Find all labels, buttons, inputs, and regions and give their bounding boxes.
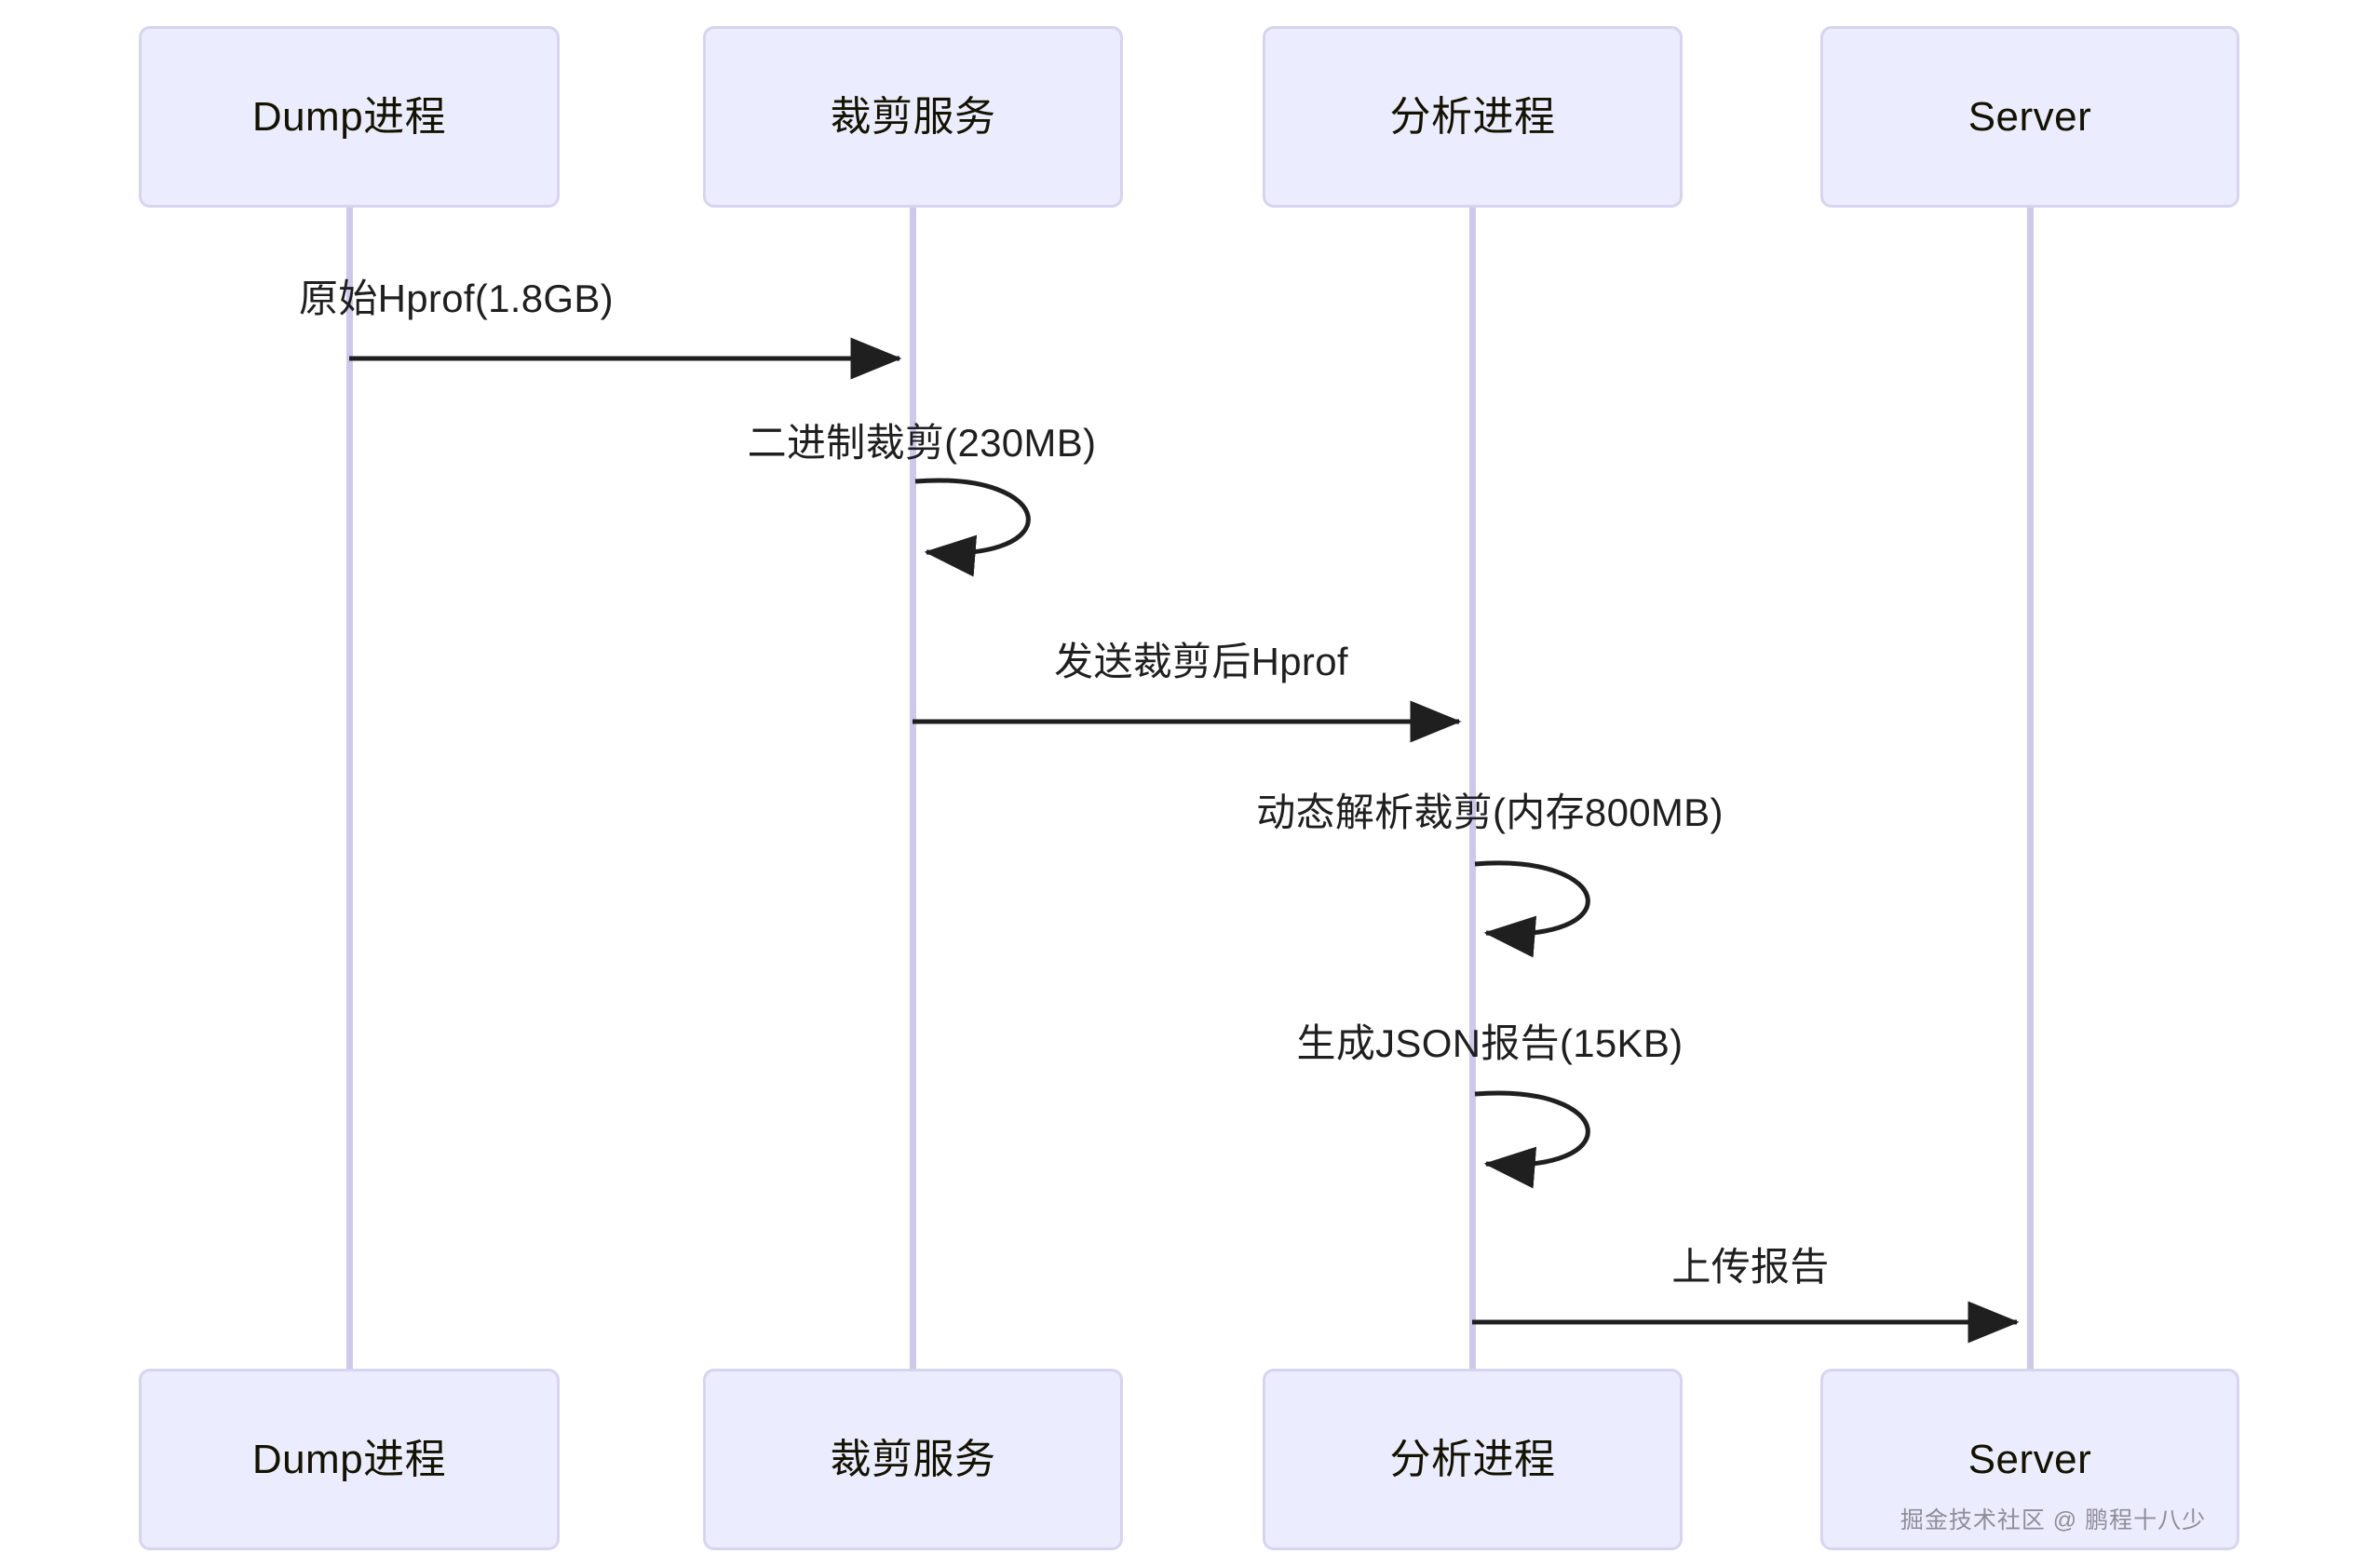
- participant-label-analyze-bottom: 分析进程: [1389, 1436, 1556, 1482]
- message-label-5: 生成JSON报告(15KB): [1296, 1021, 1684, 1065]
- participant-box-trim-bottom[interactable]: 裁剪服务: [703, 1369, 1123, 1550]
- participant-label-analyze-top: 分析进程: [1389, 93, 1556, 140]
- participant-label-server-bottom: Server: [1968, 1436, 2092, 1482]
- participant-box-analyze-top[interactable]: 分析进程: [1263, 26, 1683, 208]
- watermark: 掘金技术社区 @ 鹏程十八少: [1900, 1507, 2207, 1533]
- participant-box-dump-top[interactable]: Dump进程: [139, 26, 560, 208]
- participant-box-server-top[interactable]: Server: [1820, 26, 2239, 208]
- participant-label-dump-top: Dump进程: [251, 93, 447, 140]
- participant-box-trim-top[interactable]: 裁剪服务: [703, 26, 1123, 208]
- participant-label-dump-bottom: Dump进程: [251, 1436, 447, 1482]
- lifeline-trim: [909, 208, 916, 1369]
- message-label-1: 原始Hprof(1.8GB): [299, 277, 614, 320]
- participant-box-analyze-bottom[interactable]: 分析进程: [1263, 1369, 1683, 1550]
- message-label-3: 发送裁剪后Hprof: [1054, 640, 1348, 683]
- message-selfloop-2: [914, 478, 1031, 577]
- message-selfloop-5: [1474, 1090, 1590, 1189]
- participant-label-trim-top: 裁剪服务: [830, 93, 996, 140]
- message-label-6: 上传报告: [1671, 1245, 1830, 1289]
- lifeline-analyze: [1468, 208, 1476, 1369]
- message-label-4: 动态解析裁剪(内存800MB): [1256, 790, 1724, 834]
- message-selfloop-4: [1474, 860, 1590, 958]
- participant-box-dump-bottom[interactable]: Dump进程: [139, 1369, 560, 1550]
- message-label-2: 二进制裁剪(230MB): [747, 421, 1097, 465]
- participant-label-trim-bottom: 裁剪服务: [830, 1436, 996, 1482]
- lifeline-server: [2026, 208, 2034, 1369]
- participant-label-server-top: Server: [1968, 93, 2092, 140]
- participant-box-server-bottom[interactable]: Server: [1820, 1369, 2239, 1550]
- lifeline-dump: [345, 208, 353, 1369]
